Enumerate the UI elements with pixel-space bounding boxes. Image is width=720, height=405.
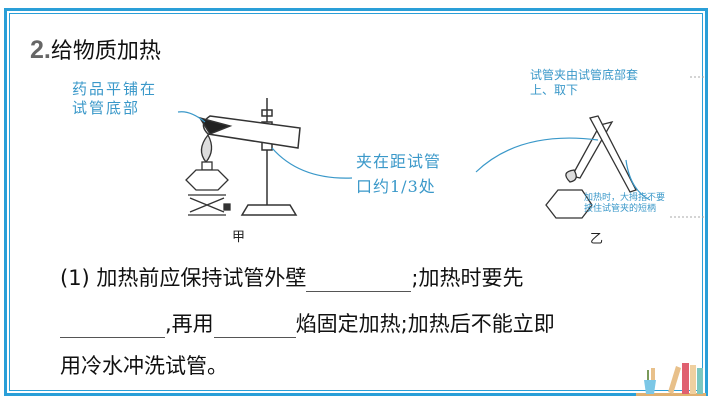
iron-stand [240, 98, 298, 216]
annotation-holder-usage: 试管夹由试管底部套上、取下 [530, 68, 639, 97]
dotted-guides [670, 76, 705, 218]
annotation-arrows [177, 111, 651, 201]
page-frame-inner [9, 13, 703, 391]
alcohol-lamp-left [185, 133, 231, 216]
answer-blank-1[interactable] [306, 267, 412, 292]
section-title: 2.给物质加热 [30, 36, 161, 64]
answer-blank-3[interactable] [213, 313, 296, 338]
bookshelf-decoration [636, 363, 706, 396]
question-line-3: 用冷水冲洗试管。 [60, 354, 228, 378]
figure-label-jia: 甲 [232, 230, 246, 245]
annotation-spread-drug: 药品平铺在试管底部 [72, 80, 158, 117]
test-tube-with-holder [545, 115, 637, 219]
annotation-clamp-position: 夹在距试管口约1/3处 [356, 152, 442, 196]
figure-label-yi: 乙 [590, 232, 604, 247]
page-frame [4, 8, 708, 396]
annotation-thumb-warning: 加热时，大拇指不要按住试管夹的短柄 [584, 193, 666, 215]
question-line-2: ,再用焰固定加热;加热后不能立即 [60, 308, 555, 338]
test-tube-horizontal [198, 115, 301, 149]
question-line-1: (1) 加热前应保持试管外壁;加热时要先 [60, 266, 524, 292]
answer-blank-2[interactable] [60, 313, 165, 338]
